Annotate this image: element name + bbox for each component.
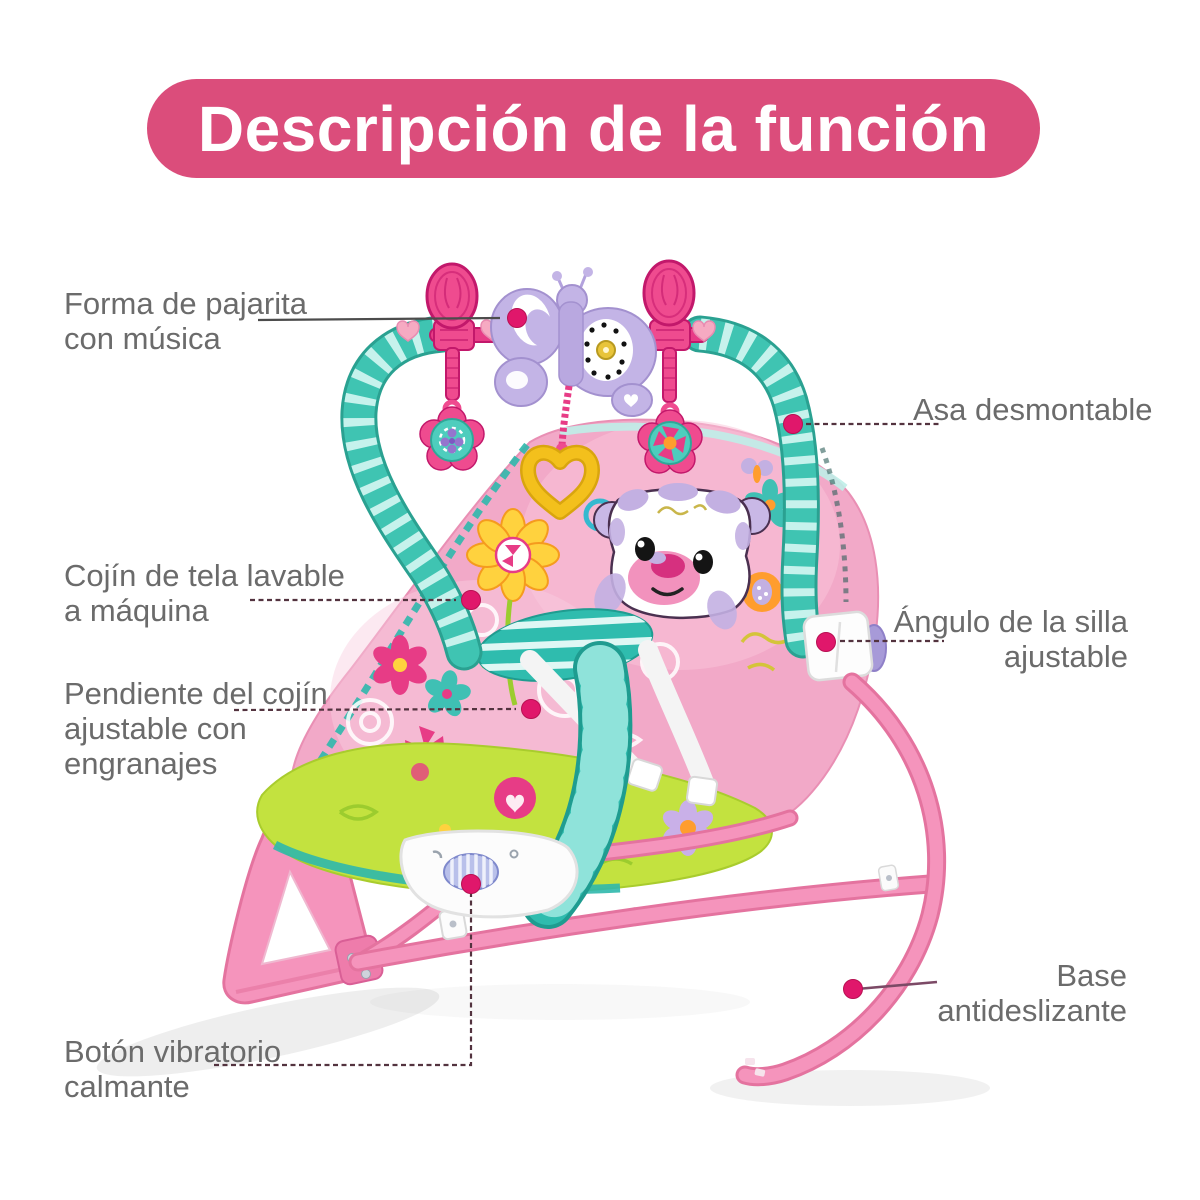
leader-vibration-line bbox=[214, 892, 473, 1067]
label-angle: Ángulo de la silla ajustable bbox=[893, 604, 1128, 674]
label-cushion: Cojín de tela lavable a máquina bbox=[64, 558, 345, 628]
recline-adjuster bbox=[802, 610, 887, 682]
leader-base-line bbox=[856, 980, 938, 991]
harness-strap-right bbox=[638, 640, 716, 798]
callout-dot-bow bbox=[507, 308, 527, 328]
rattle-right-toy bbox=[642, 259, 696, 422]
page-title: Descripción de la función bbox=[197, 92, 990, 165]
callout-dot-cushion bbox=[461, 590, 481, 610]
callout-dot-angle bbox=[816, 632, 836, 652]
leader-bow-line bbox=[257, 316, 501, 322]
butterfly-music-toy bbox=[490, 267, 657, 417]
callouts bbox=[214, 308, 944, 1067]
callout-dot-vibration bbox=[461, 874, 481, 894]
callout-dot-base bbox=[843, 979, 863, 999]
rocker-rail-right bbox=[735, 672, 947, 1087]
leader-slope-line bbox=[233, 707, 517, 712]
vibration-module bbox=[399, 829, 579, 919]
heart-teether bbox=[520, 385, 600, 520]
title-banner: Descripción de la función bbox=[147, 79, 1040, 178]
callout-dot-handle bbox=[783, 414, 803, 434]
label-handle: Asa desmontable bbox=[913, 392, 1153, 427]
callout-dot-slope bbox=[521, 699, 541, 719]
monkey-print bbox=[593, 483, 771, 630]
rattle-left-toy bbox=[425, 262, 479, 419]
label-vibration: Botón vibratorio calmante bbox=[64, 1034, 282, 1104]
label-bow-music: Forma de pajarita con música bbox=[64, 286, 307, 356]
label-slope: Pendiente del cojín ajustable con engran… bbox=[64, 676, 328, 781]
flower-teether-left bbox=[419, 406, 485, 471]
floor-shadow bbox=[96, 984, 990, 1106]
flower-teether-right bbox=[637, 409, 703, 474]
label-base: Base antideslizante bbox=[937, 958, 1127, 1028]
toy-bar-arch-right bbox=[681, 315, 822, 659]
toy-bar bbox=[396, 259, 716, 520]
toy-bar-arch-left bbox=[340, 315, 483, 671]
